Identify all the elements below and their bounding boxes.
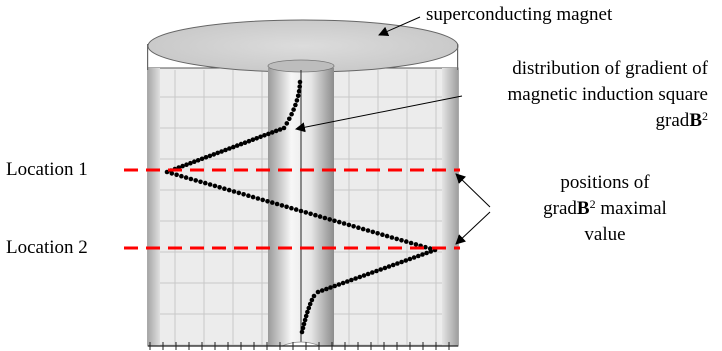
magnet-label: superconducting magnet (426, 4, 613, 25)
bottom-ticks (149, 342, 450, 350)
distribution-arrow (295, 95, 463, 133)
positions-label-line1: positions of (560, 172, 650, 193)
location-1-label: Location 1 (6, 159, 88, 180)
positions-label-line3: value (584, 224, 626, 245)
gradient-curve (164, 79, 438, 335)
distribution-label-line1: distribution of gradient of (512, 58, 708, 79)
distribution-label-line3: gradB2 (655, 109, 708, 131)
magnet-right-wall (442, 68, 458, 346)
distribution-label-line2: magnetic induction square (507, 84, 709, 105)
positions-label-line2: gradB2 maximal (543, 197, 667, 219)
positions-arrow-1 (455, 173, 491, 208)
positions-arrow-2 (455, 211, 491, 245)
magnet-arrow (378, 16, 421, 36)
magnet-left-wall (148, 68, 160, 346)
location-2-label: Location 2 (6, 237, 88, 258)
